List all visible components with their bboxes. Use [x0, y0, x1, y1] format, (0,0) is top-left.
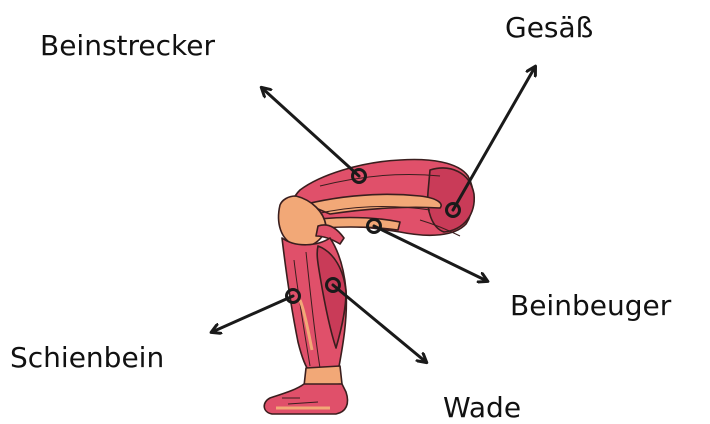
ankle-band — [304, 366, 342, 386]
label-calf: Wade — [443, 394, 521, 422]
leg-illustration — [264, 160, 474, 414]
label-glutes: Gesäß — [505, 14, 593, 42]
arrow-calf — [333, 285, 426, 362]
arrow-shin — [212, 296, 293, 332]
arrow-quadriceps — [262, 88, 359, 176]
label-hamstrings: Beinbeuger — [510, 292, 671, 320]
arrow-glutes — [453, 67, 535, 210]
label-shin: Schienbein — [10, 344, 164, 372]
label-quadriceps: Beinstrecker — [40, 32, 215, 60]
